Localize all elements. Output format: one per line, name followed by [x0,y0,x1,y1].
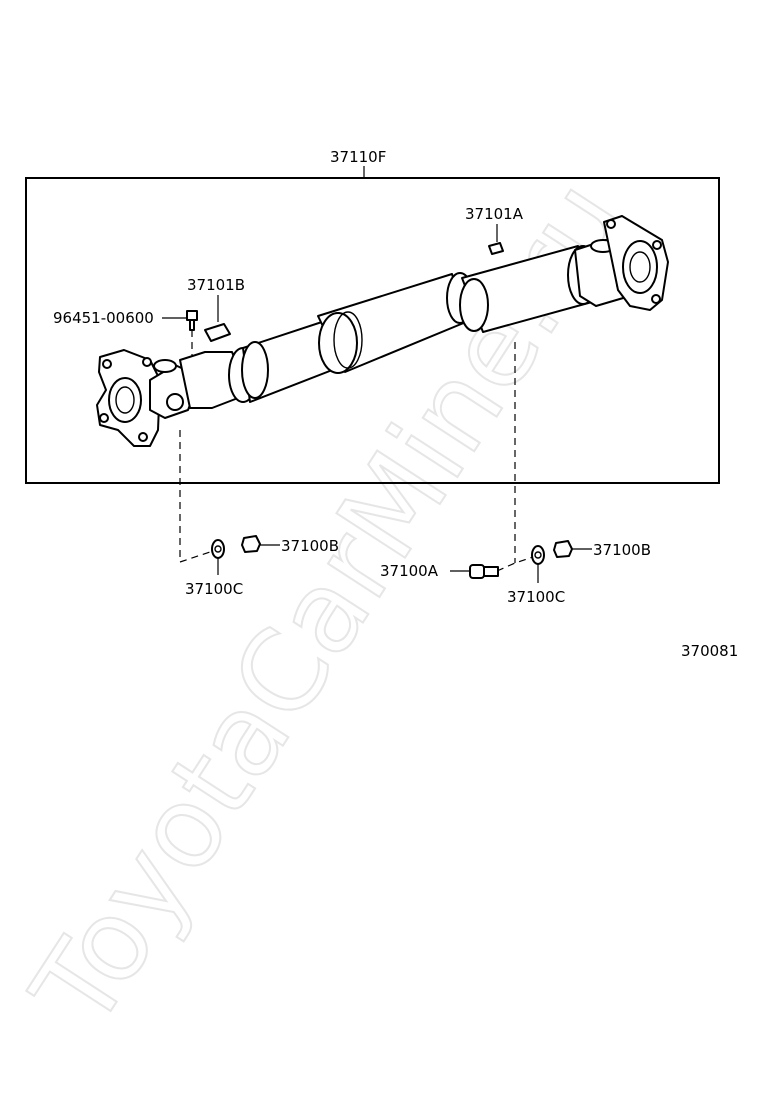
nut-c-left-label: 37100C [185,580,243,598]
grease-fitting-label: 96451-00600 [53,309,154,327]
assembly-frame [25,177,720,484]
assembly-callout [25,166,720,484]
nut-c-right-icon [531,545,545,565]
figure-id: 370081 [681,642,738,660]
plug-b-label: 37101B [187,276,245,294]
propeller-shaft-icon [96,215,669,447]
plug-a-label: 37101A [465,205,524,223]
washer-b-left-label: 37100B [281,537,339,555]
bolt-a-icon [469,564,499,579]
washer-b-left-icon [241,535,261,553]
plug-a-icon [488,242,504,255]
assembly-label: 37110F [330,148,386,166]
grease-fitting-icon [186,310,198,356]
plug-a-callout: 37101A [465,205,524,255]
washer-b-right-icon [553,540,573,558]
plug-b-callout: 37101B [187,276,245,342]
nut-c-left-icon [211,539,225,559]
washer-b-right-label: 37100B [593,541,651,559]
bolt-a-label: 37100A [380,562,439,580]
nut-c-right-label: 37100C [507,588,565,606]
grease-fitting-callout: 96451-00600 [53,309,198,356]
plug-b-icon [204,323,231,342]
